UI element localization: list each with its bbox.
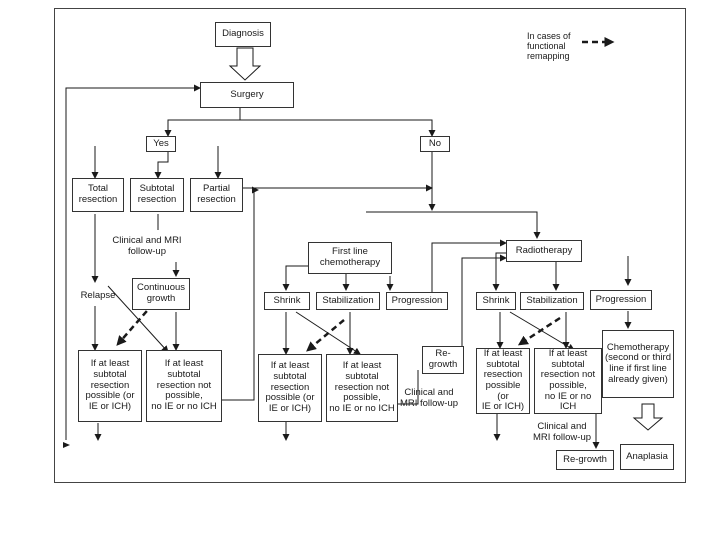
node-clinical-mri-followup-3: Clinical and MRI follow-up bbox=[532, 421, 592, 443]
node-stabilization-2: Stabilization bbox=[520, 292, 584, 310]
node-total-resection: Total resection bbox=[72, 178, 124, 212]
edge-chemo-left bbox=[282, 265, 308, 291]
node-regrowth-1: Re- growth bbox=[422, 346, 464, 374]
node-diagnosis: Diagnosis bbox=[215, 22, 271, 47]
node-relapse: Relapse bbox=[80, 289, 116, 301]
hollow-arrow-diagnosis-surgery bbox=[228, 47, 262, 81]
dashed-remap-arrow-2 bbox=[306, 319, 345, 352]
node-clinical-mri-followup-2: Clinical and MRI follow-up bbox=[399, 387, 459, 409]
node-regrowth-2: Re-growth bbox=[556, 450, 614, 470]
node-chemotherapy-second: Chemotherapy (second or third line if fi… bbox=[602, 330, 674, 398]
edge-surgery-no bbox=[239, 108, 436, 137]
edge-loop-start bbox=[63, 442, 70, 448]
dashed-remap-arrow-3 bbox=[517, 316, 561, 346]
node-decision-not-possible-3: If at least subtotal resection not possi… bbox=[534, 348, 602, 414]
legend-remapping-text: In cases of functional remapping bbox=[527, 31, 571, 62]
edge-branch-right bbox=[366, 211, 541, 239]
edge-relapse-diag bbox=[107, 285, 169, 353]
node-continuous-growth: Continuous growth bbox=[132, 278, 190, 310]
hollow-arrow-chemo-anaplasia bbox=[632, 403, 664, 431]
edge-followup2-loop bbox=[398, 370, 419, 405]
edge-decision1b-right bbox=[222, 186, 259, 401]
node-progression-1: Progression bbox=[386, 292, 448, 310]
node-decision-possible-2: If at least subtotal resection possible … bbox=[258, 354, 322, 422]
node-stabilization-1: Stabilization bbox=[316, 292, 380, 310]
node-anaplasia: Anaplasia bbox=[620, 444, 674, 470]
node-decision-not-possible-2: If at least subtotal resection not possi… bbox=[326, 354, 398, 422]
node-shrink-1: Shrink bbox=[264, 292, 310, 310]
node-decision-not-possible-1: If at least subtotal resection not possi… bbox=[146, 350, 222, 422]
node-no: No bbox=[420, 136, 450, 152]
edge-yes-fork bbox=[154, 152, 169, 179]
node-clinical-mri-followup-1: Clinical and MRI follow-up bbox=[112, 235, 182, 257]
edge-radio-left bbox=[492, 252, 506, 291]
node-decision-possible-3: If at least subtotal resection possible … bbox=[476, 348, 530, 414]
edge-regrowth1-radio bbox=[461, 254, 507, 346]
node-progression-2: Progression bbox=[590, 290, 652, 310]
node-yes: Yes bbox=[146, 136, 176, 152]
node-first-line-chemo: First line chemotherapy bbox=[308, 242, 392, 274]
node-surgery: Surgery bbox=[200, 82, 294, 108]
node-shrink-2: Shrink bbox=[476, 292, 516, 310]
node-subtotal-resection: Subtotal resection bbox=[130, 178, 184, 212]
node-radiotherapy: Radiotherapy bbox=[506, 240, 582, 262]
edge-progression1-radio bbox=[431, 239, 507, 296]
node-decision-possible-1: If at least subtotal resection possible … bbox=[78, 350, 142, 422]
edge-surgery-yes bbox=[164, 108, 241, 137]
edge-loop-surgery bbox=[65, 84, 201, 440]
node-partial-resection: Partial resection bbox=[190, 178, 243, 212]
